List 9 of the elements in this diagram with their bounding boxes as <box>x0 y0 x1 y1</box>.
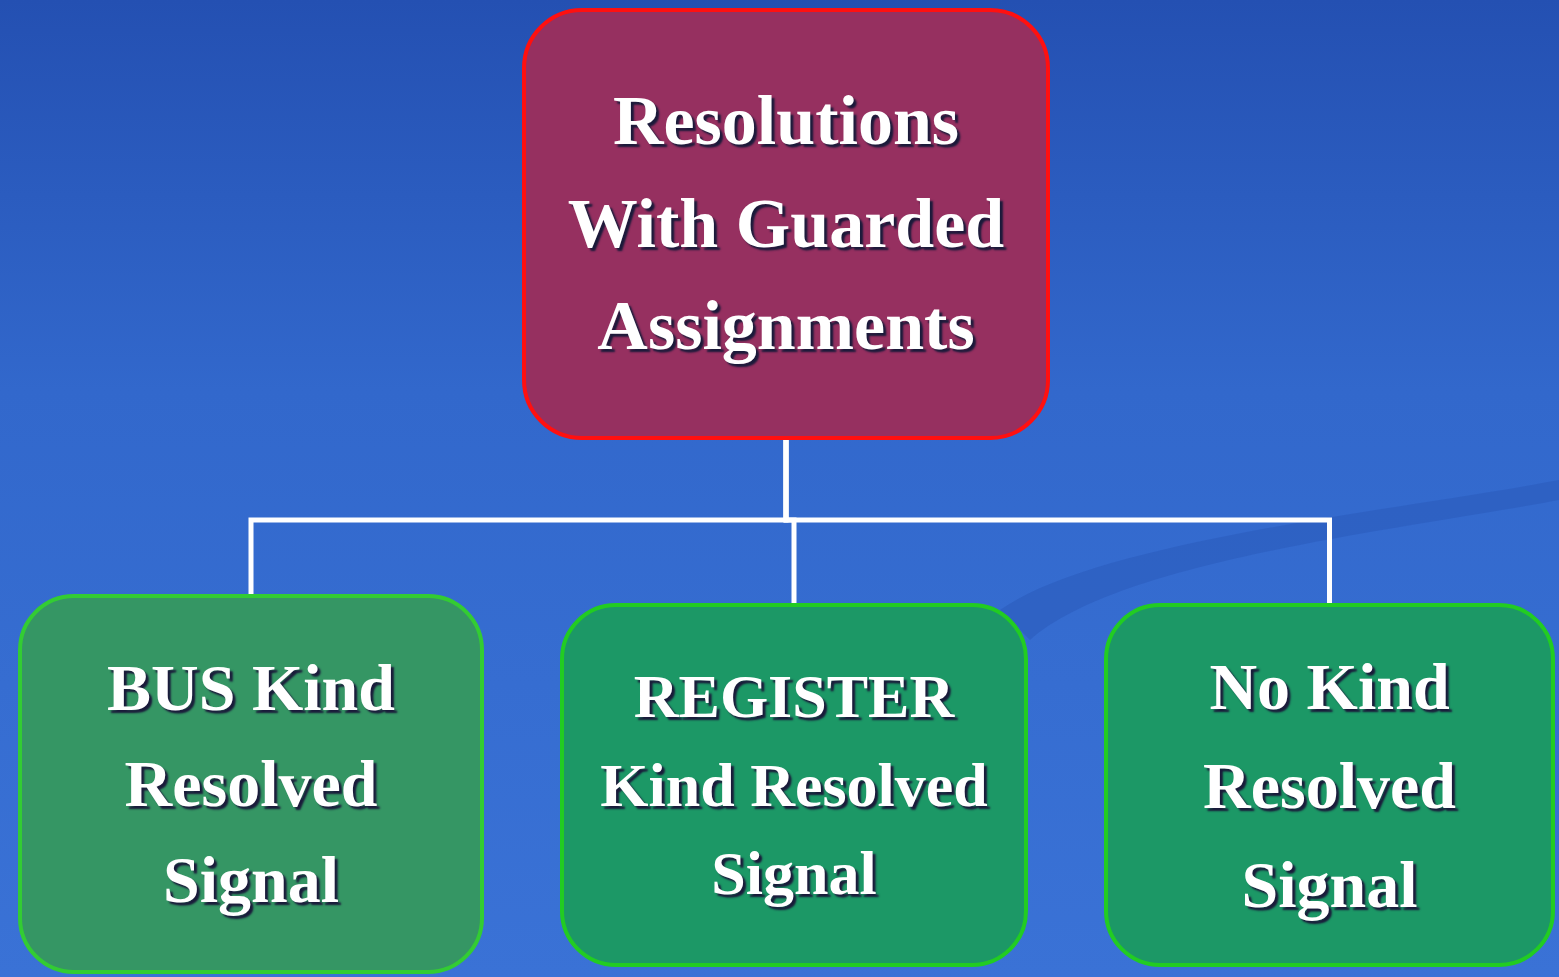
category-box <box>560 603 1028 967</box>
box-label: BUS Kind Resolved Signal <box>106 650 396 918</box>
category-box <box>18 594 484 974</box>
root-box <box>522 8 1050 440</box>
box-label: Resolutions With Guarded Assignments <box>566 80 1006 367</box>
category-box <box>1104 603 1555 967</box>
box-label: No Kind Resolved Signal <box>1202 648 1457 923</box>
connector-line <box>783 440 1332 603</box>
box-label: REGISTER Kind Resolved Signal <box>600 661 988 910</box>
